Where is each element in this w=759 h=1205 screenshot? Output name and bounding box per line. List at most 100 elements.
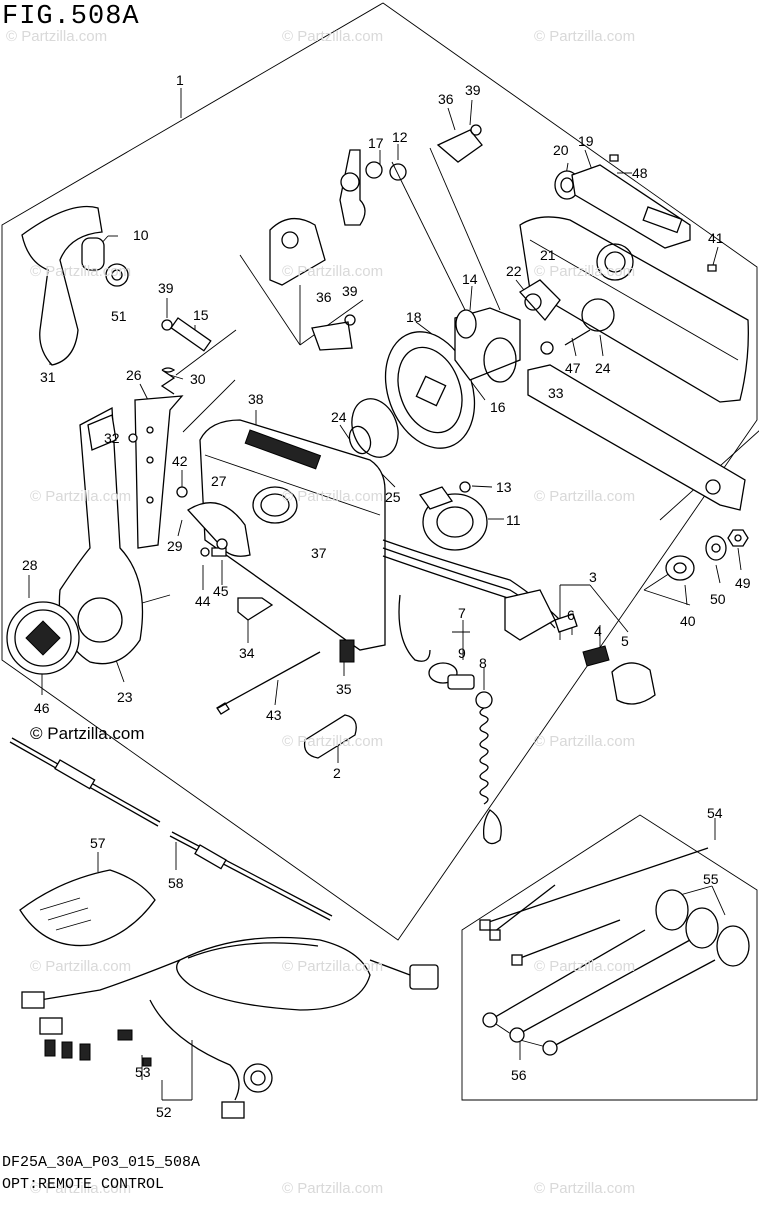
watermark: © Partzilla.com xyxy=(534,1180,636,1197)
bracket-36b xyxy=(436,129,483,163)
callout-19: 19 xyxy=(578,133,594,149)
round-connector xyxy=(243,1063,273,1093)
callout-42: 42 xyxy=(172,453,188,469)
callout-6: 6 xyxy=(567,607,575,623)
screw-13 xyxy=(459,481,471,493)
callout-50: 50 xyxy=(710,591,726,607)
watermark: © Partzilla.com xyxy=(30,488,132,505)
gear-22 xyxy=(518,279,561,322)
callout-31: 31 xyxy=(40,369,56,385)
callout-56: 56 xyxy=(511,1067,527,1083)
callout-44: 44 xyxy=(195,593,211,609)
drawing-code: DF25A_30A_P03_015_508A xyxy=(2,1154,201,1171)
main-switch xyxy=(504,589,556,641)
callout-43: 43 xyxy=(266,707,282,723)
callout-35: 35 xyxy=(336,681,352,697)
callout-2: 2 xyxy=(333,765,341,781)
callout-48: 48 xyxy=(632,165,648,181)
screw-44 xyxy=(200,547,210,557)
bushing-25 xyxy=(351,398,399,458)
clip-53 xyxy=(142,1057,152,1067)
callout-39b: 39 xyxy=(158,280,174,296)
cable-tie-short xyxy=(489,884,556,936)
callout-38: 38 xyxy=(248,391,264,407)
callout-17: 17 xyxy=(368,135,384,151)
shaft-14 xyxy=(455,309,477,339)
washer-45 xyxy=(216,538,228,550)
connector-a xyxy=(21,991,45,1009)
warning-buzzer xyxy=(422,493,488,551)
callout-57: 57 xyxy=(90,835,106,851)
harness-loop xyxy=(176,936,371,1011)
callout-41: 41 xyxy=(708,230,724,246)
connector-c xyxy=(221,1101,245,1119)
callout-18: 18 xyxy=(406,309,422,325)
pin-15 xyxy=(170,317,212,352)
screw-32 xyxy=(128,433,138,443)
bolt-56c xyxy=(549,959,716,1049)
watermark: © Partzilla.com xyxy=(534,263,636,280)
screw-48 xyxy=(609,154,619,162)
clip-39 xyxy=(161,319,173,331)
key xyxy=(582,645,610,667)
callout-37: 37 xyxy=(311,545,327,561)
plate-2 xyxy=(303,714,357,759)
throttle-handle xyxy=(21,205,103,366)
connector-b xyxy=(39,1017,63,1035)
callout-25: 25 xyxy=(385,489,401,505)
callout-13: 13 xyxy=(496,479,512,495)
callout-10: 10 xyxy=(133,227,149,243)
kit-outline xyxy=(461,814,758,1101)
callout-39c: 39 xyxy=(342,283,358,299)
bolt-43 xyxy=(217,651,321,709)
cover-plate-33 xyxy=(527,364,746,511)
callout-16: 16 xyxy=(490,399,506,415)
nut-49 xyxy=(727,529,749,547)
callout-45: 45 xyxy=(213,583,229,599)
callout-5: 5 xyxy=(621,633,629,649)
callout-15: 15 xyxy=(193,307,209,323)
callout-4: 4 xyxy=(594,623,602,639)
screw-41 xyxy=(707,264,717,272)
callout-55: 55 xyxy=(703,871,719,887)
callout-46: 46 xyxy=(34,700,50,716)
copyright-symbol: © xyxy=(30,724,48,743)
watermark: © Partzilla.com xyxy=(282,1180,384,1197)
callout-58: 58 xyxy=(168,875,184,891)
callout-12: 12 xyxy=(392,129,408,145)
clip-35 xyxy=(339,639,355,663)
callout-53: 53 xyxy=(135,1064,151,1080)
bolt-47 xyxy=(564,329,591,346)
callout-33: 33 xyxy=(548,385,564,401)
handle-grip-insert xyxy=(81,237,105,271)
assembly-outline xyxy=(1,2,758,941)
callout-8: 8 xyxy=(479,655,487,671)
callout-34: 34 xyxy=(239,645,255,661)
brand-text: Partzilla.com xyxy=(47,724,145,743)
callout-24a: 24 xyxy=(331,409,347,425)
callout-54: 54 xyxy=(707,805,723,821)
watermark: © Partzilla.com xyxy=(282,733,384,750)
housing-bore xyxy=(252,486,298,524)
brand-label: © Partzilla.com xyxy=(30,724,145,744)
callout-47: 47 xyxy=(565,360,581,376)
cushion-40 xyxy=(665,555,695,581)
callout-24b: 24 xyxy=(595,360,611,376)
callout-14: 14 xyxy=(462,271,478,287)
callout-36a: 36 xyxy=(438,91,454,107)
callout-51: 51 xyxy=(111,308,127,324)
callout-9: 9 xyxy=(458,645,466,661)
bracket-34 xyxy=(237,597,274,621)
lanyard-coil xyxy=(479,707,489,805)
callout-27: 27 xyxy=(211,473,227,489)
watermark: © Partzilla.com xyxy=(534,733,636,750)
callout-11: 11 xyxy=(506,512,521,528)
watermark: © Partzilla.com xyxy=(282,263,384,280)
bolt-56a xyxy=(489,929,646,1021)
spring xyxy=(160,367,176,395)
key-cap xyxy=(611,662,656,705)
watermark: © Partzilla.com xyxy=(30,263,132,280)
remote-housing xyxy=(199,419,386,651)
housing-cover xyxy=(519,216,749,403)
